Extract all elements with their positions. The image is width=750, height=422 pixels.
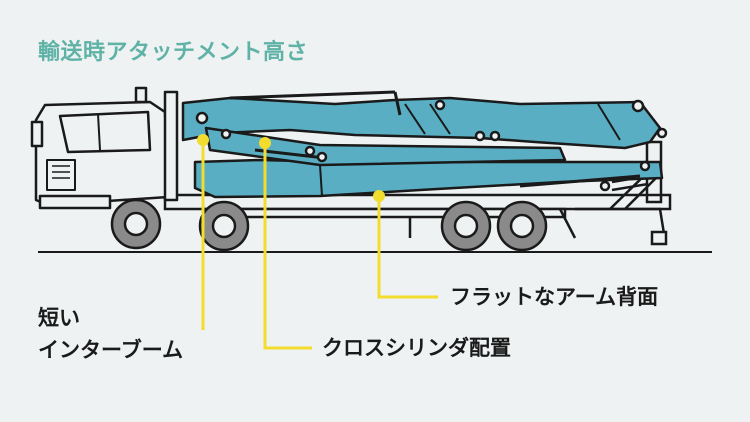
callouts <box>201 140 438 350</box>
label-flat-back: フラットなアーム背面 <box>450 285 659 309</box>
main-arm <box>181 96 662 150</box>
callout-cross-cylinder <box>263 143 312 350</box>
label-short-boom: 短い インターブーム <box>38 302 183 366</box>
page-title: 輸送時アタッチメント高さ <box>38 40 309 65</box>
truck-cab <box>30 86 179 210</box>
pivot-pins <box>195 99 668 192</box>
label-short-boom-line2: インターブーム <box>38 338 184 362</box>
wheels <box>110 198 548 252</box>
label-short-boom-line1: 短い <box>38 306 80 330</box>
label-cross-cylinder: クロスシリンダ配置 <box>322 336 511 360</box>
callout-flat-back <box>377 196 438 299</box>
callout-dots <box>197 134 385 202</box>
attachment-assembly <box>181 90 668 199</box>
